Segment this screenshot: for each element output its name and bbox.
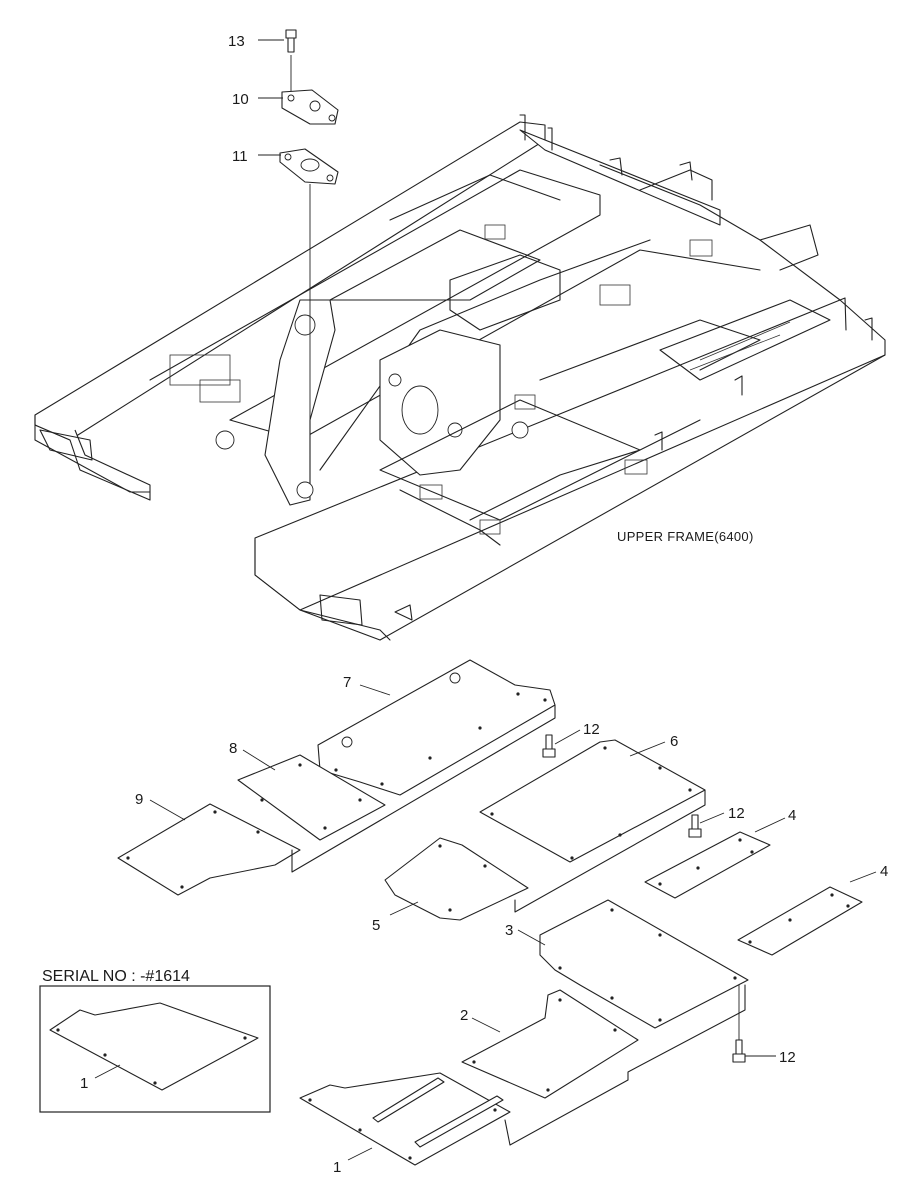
frame-caption: UPPER FRAME(6400)	[617, 529, 754, 544]
plate-10	[281, 89, 339, 125]
cover-6	[479, 739, 706, 863]
cover-2	[461, 989, 639, 1099]
callout-2: 2	[460, 1007, 468, 1024]
callout-12-b: 12	[728, 805, 745, 822]
bolt-12-a	[542, 734, 556, 758]
callout-7: 7	[343, 674, 351, 691]
bolt-13	[285, 29, 297, 92]
callout-3: 3	[505, 922, 513, 939]
callout-11: 11	[232, 148, 248, 165]
cover-7	[317, 659, 556, 796]
cover-4-lower	[737, 886, 863, 956]
callout-8: 8	[229, 740, 237, 757]
cover-3	[539, 899, 749, 1029]
callout-1-b: 1	[333, 1159, 341, 1176]
callout-5: 5	[372, 917, 380, 934]
upper-frame-drawing	[34, 114, 886, 641]
bolt-12-b	[688, 814, 702, 838]
cover-5	[384, 837, 529, 921]
callout-9: 9	[135, 791, 143, 808]
callout-13: 13	[228, 33, 245, 50]
callout-4-a: 4	[788, 807, 796, 824]
callout-6: 6	[670, 733, 678, 750]
cover-1-main	[299, 1072, 511, 1166]
callout-1-a: 1	[80, 1075, 88, 1092]
cover-8	[237, 754, 386, 841]
callout-12-a: 12	[583, 721, 600, 738]
cover-4-upper	[644, 831, 771, 899]
callout-4-b: 4	[880, 863, 888, 880]
serial-inset-frame	[39, 985, 271, 1113]
callout-12-c: 12	[779, 1049, 796, 1066]
cover-1-serial-variant	[49, 1002, 259, 1091]
cover-9	[117, 803, 301, 896]
callout-10: 10	[232, 91, 249, 108]
gasket-11	[279, 148, 339, 185]
serial-note: SERIAL NO : -#1614	[42, 968, 190, 985]
bolt-12-c	[732, 1039, 746, 1063]
